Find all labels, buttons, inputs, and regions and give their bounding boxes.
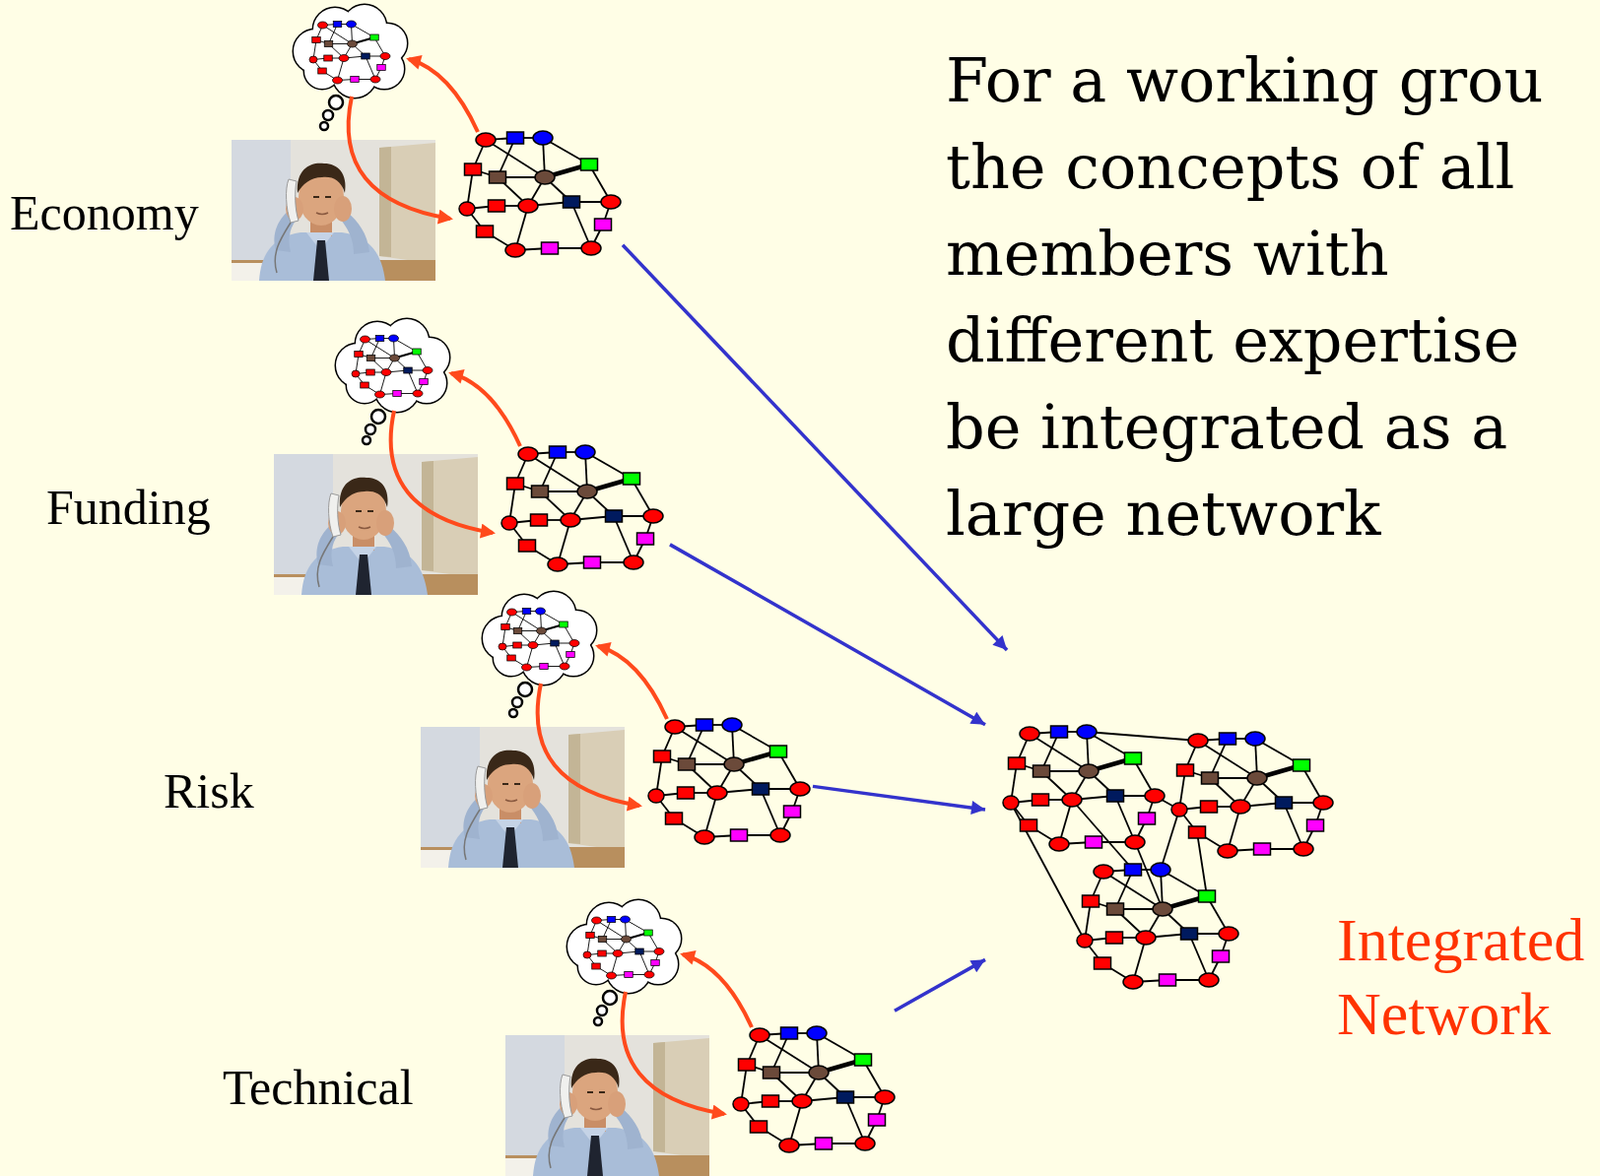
flow-arrow <box>894 959 986 1011</box>
integrated-network-drawing <box>1002 725 1334 990</box>
network-label: Integrated Network <box>1336 903 1600 1052</box>
flow-arrow <box>669 544 986 726</box>
concept-network <box>1171 732 1334 859</box>
concept-network <box>1002 725 1165 852</box>
concept-network <box>1076 863 1239 990</box>
note-block: For a working grou the concepts of all m… <box>945 37 1594 558</box>
expert-station <box>231 4 621 281</box>
expert-group: Funding <box>44 320 670 600</box>
expert-group: Risk <box>161 591 813 875</box>
network-link <box>1160 809 1180 870</box>
group-label: Risk <box>163 763 255 821</box>
flow-arrow <box>812 786 986 810</box>
expert-station <box>505 900 895 1176</box>
note-text: For a working grou the concepts of all m… <box>945 37 1594 558</box>
group-label: Technical <box>222 1060 414 1118</box>
network-link <box>1071 800 1134 870</box>
network-link <box>1086 732 1199 741</box>
group-label: Economy <box>9 185 200 243</box>
group-label: Funding <box>46 479 211 537</box>
expert-station <box>420 592 810 868</box>
network-link <box>1197 832 1207 897</box>
expert-group: Technical <box>220 891 895 1175</box>
expert-station <box>273 319 664 596</box>
expert-group: Economy <box>7 1 623 284</box>
integrated-network: Integrated Network <box>985 650 1340 1020</box>
